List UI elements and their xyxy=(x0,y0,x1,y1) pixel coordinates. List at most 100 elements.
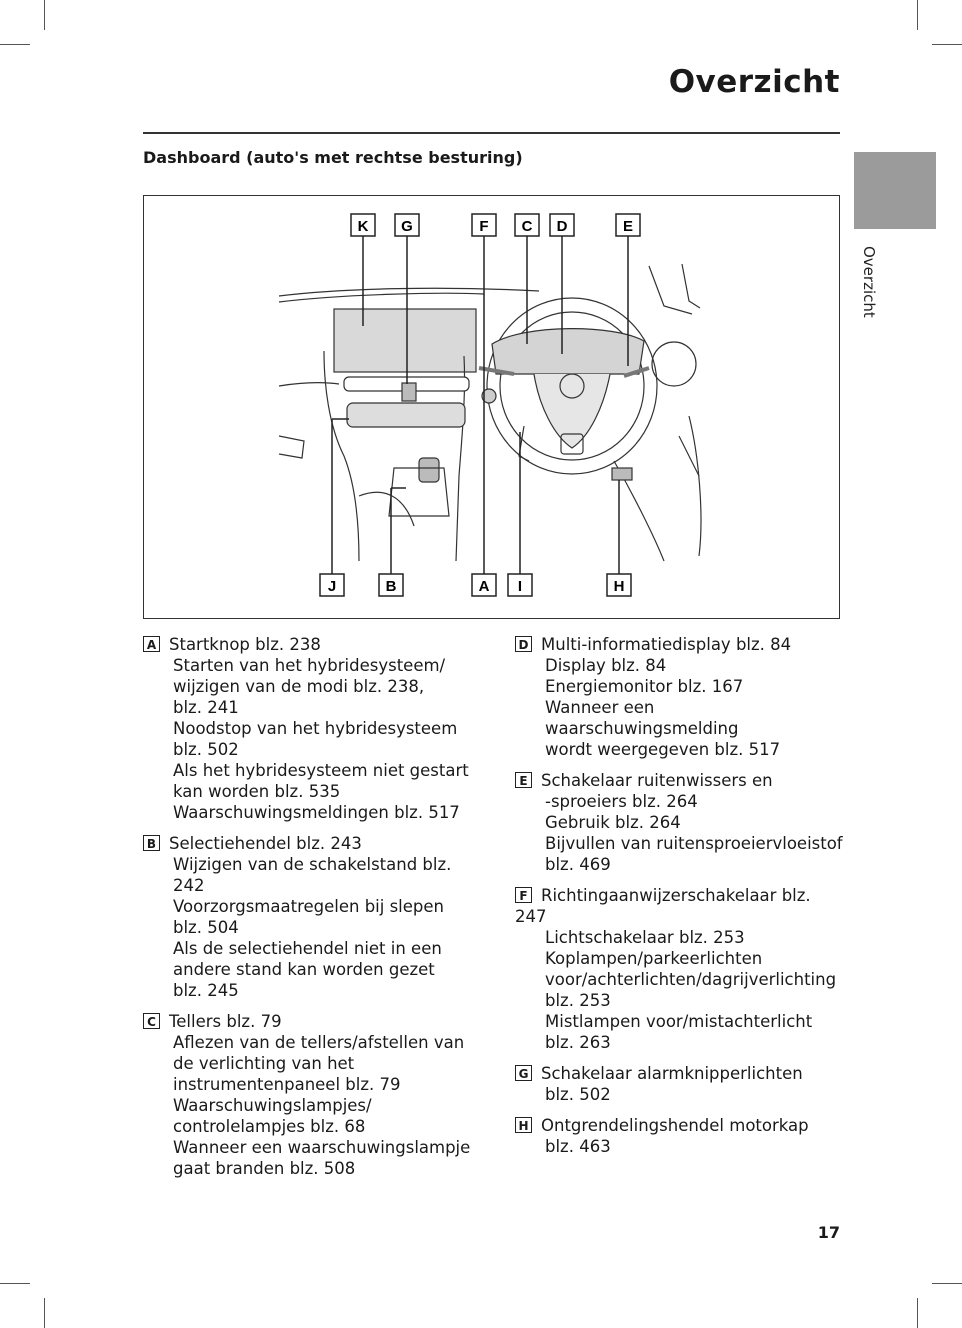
section-title: Dashboard (auto's met rechtse besturing) xyxy=(143,148,523,167)
callout-box xyxy=(471,573,497,597)
entry-line: blz. 245 xyxy=(173,981,239,1000)
entry-line: blz. 253 xyxy=(545,991,611,1010)
crop-mark xyxy=(0,44,30,45)
entry-line: Display blz. 84 xyxy=(545,656,667,675)
entry-letter-badge: D xyxy=(515,636,532,652)
entry-heading-text: Richtingaanwijzerschakelaar blz. 247 xyxy=(515,886,811,926)
entry-line: Waarschuwingsmeldingen blz. 517 xyxy=(173,803,460,822)
crop-mark xyxy=(0,1283,30,1284)
entry-line: blz. 502 xyxy=(173,740,239,759)
entry-heading-text: Selectiehendel blz. 243 xyxy=(169,834,362,853)
callout-D: D xyxy=(557,218,568,235)
callout-box xyxy=(350,213,376,237)
entry-line: gaat branden blz. 508 xyxy=(173,1159,356,1178)
entry-line: blz. 241 xyxy=(173,698,239,717)
crop-mark xyxy=(917,1298,918,1328)
crop-mark xyxy=(44,0,45,30)
entry-line: Aflezen van de tellers/afstellen van xyxy=(173,1033,465,1052)
entry-line: -sproeiers blz. 264 xyxy=(545,792,698,811)
callout-box xyxy=(606,573,632,597)
side-tab-label: Overzicht xyxy=(860,246,878,318)
entry-line: Wijzigen van de schakelstand blz. 242 xyxy=(173,855,452,895)
callout-E: E xyxy=(623,218,633,235)
entry-letter-badge: G xyxy=(515,1065,532,1081)
entry-c: C Tellers blz. 79 Aflezen van de tellers/a… xyxy=(143,1011,483,1179)
callout-B: B xyxy=(386,578,397,595)
entry-line: voor/achterlichten/dagrijverlichting xyxy=(545,970,837,989)
entry-d: D Multi-informatiedisplay blz. 84 Display … xyxy=(515,634,845,760)
dashboard-figure: K G F C D E J B A I H xyxy=(143,195,840,619)
side-tab-marker xyxy=(854,152,936,229)
entry-heading-text: Startknop blz. 238 xyxy=(169,635,321,654)
entry-line: andere stand kan worden gezet xyxy=(173,960,435,979)
entry-line: de verlichting van het xyxy=(173,1054,355,1073)
dashboard-illustration: K G F C D E J B A I H xyxy=(278,213,702,597)
page-title: Overzicht xyxy=(668,64,840,100)
entry-line: blz. 469 xyxy=(545,855,611,874)
entry-heading: C Tellers blz. 79 xyxy=(143,1011,483,1032)
callout-K: K xyxy=(358,218,369,235)
entry-letter-badge: A xyxy=(143,636,160,652)
callout-box xyxy=(615,213,641,237)
entry-letter-badge: C xyxy=(143,1013,160,1029)
entry-line: Gebruik blz. 264 xyxy=(545,813,681,832)
entry-heading-text: Schakelaar alarmknipperlichten xyxy=(541,1064,803,1083)
entry-letter-badge: E xyxy=(515,772,532,788)
entry-line: wijzigen van de modi blz. 238, xyxy=(173,677,425,696)
entry-line: Mistlampen voor/mistachterlicht xyxy=(545,1012,813,1031)
page-number: 17 xyxy=(817,1223,840,1242)
entry-line: blz. 502 xyxy=(545,1085,611,1104)
entry-line: blz. 263 xyxy=(545,1033,611,1052)
entry-line: controlelampjes blz. 68 xyxy=(173,1117,366,1136)
entry-line: Lichtschakelaar blz. 253 xyxy=(545,928,745,947)
crop-mark xyxy=(932,1283,962,1284)
entry-heading-text: Ontgrendelingshendel motorkap xyxy=(541,1116,809,1135)
entry-line: Als de selectiehendel niet in een xyxy=(173,939,442,958)
entry-heading: E Schakelaar ruitenwissers en xyxy=(515,770,845,791)
entry-g: G Schakelaar alarmknipperlichten blz. 502 xyxy=(515,1063,845,1105)
entry-line: Noodstop van het hybridesysteem xyxy=(173,719,458,738)
entry-line: blz. 504 xyxy=(173,918,239,937)
callout-I: I xyxy=(518,578,522,595)
entry-heading-text: Multi-informatiedisplay blz. 84 xyxy=(541,635,792,654)
callout-box xyxy=(471,213,497,237)
entry-line: Starten van het hybridesysteem/ xyxy=(173,656,446,675)
callout-box xyxy=(549,213,575,237)
entry-line: Waarschuwingslampjes/ xyxy=(173,1096,372,1115)
entry-letter-badge: F xyxy=(515,887,532,903)
entry-letter-badge: H xyxy=(515,1117,532,1133)
entry-e: E Schakelaar ruitenwissers en -sproeiers b… xyxy=(515,770,845,875)
callout-box xyxy=(378,573,404,597)
entry-heading: G Schakelaar alarmknipperlichten xyxy=(515,1063,845,1084)
entry-heading: D Multi-informatiedisplay blz. 84 xyxy=(515,634,845,655)
crop-mark xyxy=(44,1298,45,1328)
entry-line: instrumentenpaneel blz. 79 xyxy=(173,1075,401,1094)
entry-line: Voorzorgsmaatregelen bij slepen xyxy=(173,897,445,916)
entry-heading-text: Tellers blz. 79 xyxy=(169,1012,282,1031)
entry-line: Bijvullen van ruitensproeiervloeistof xyxy=(545,834,843,853)
callout-J: J xyxy=(328,578,336,595)
entry-line: Als het hybridesysteem niet gestart xyxy=(173,761,469,780)
entry-heading-text: Schakelaar ruitenwissers en xyxy=(541,771,773,790)
callout-box xyxy=(394,213,420,237)
entry-h: H Ontgrendelingshendel motorkap blz. 463 xyxy=(515,1115,845,1157)
callout-box xyxy=(319,573,345,597)
callout-G: G xyxy=(401,218,413,235)
crop-mark xyxy=(932,44,962,45)
entry-line: Wanneer een waarschuwingslampje xyxy=(173,1138,471,1157)
title-rule xyxy=(143,132,840,134)
entry-line: Wanneer een waarschuwingsmelding xyxy=(545,698,739,738)
entry-line: blz. 463 xyxy=(545,1137,611,1156)
entry-line: wordt weergegeven blz. 517 xyxy=(545,740,781,759)
entry-letter-badge: B xyxy=(143,835,160,851)
callout-H: H xyxy=(614,578,625,595)
entry-line: Koplampen/parkeerlichten xyxy=(545,949,763,968)
entry-heading: H Ontgrendelingshendel motorkap xyxy=(515,1115,845,1136)
callout-F: F xyxy=(479,218,488,235)
entry-line: Energiemonitor blz. 167 xyxy=(545,677,744,696)
callout-C: C xyxy=(522,218,533,235)
